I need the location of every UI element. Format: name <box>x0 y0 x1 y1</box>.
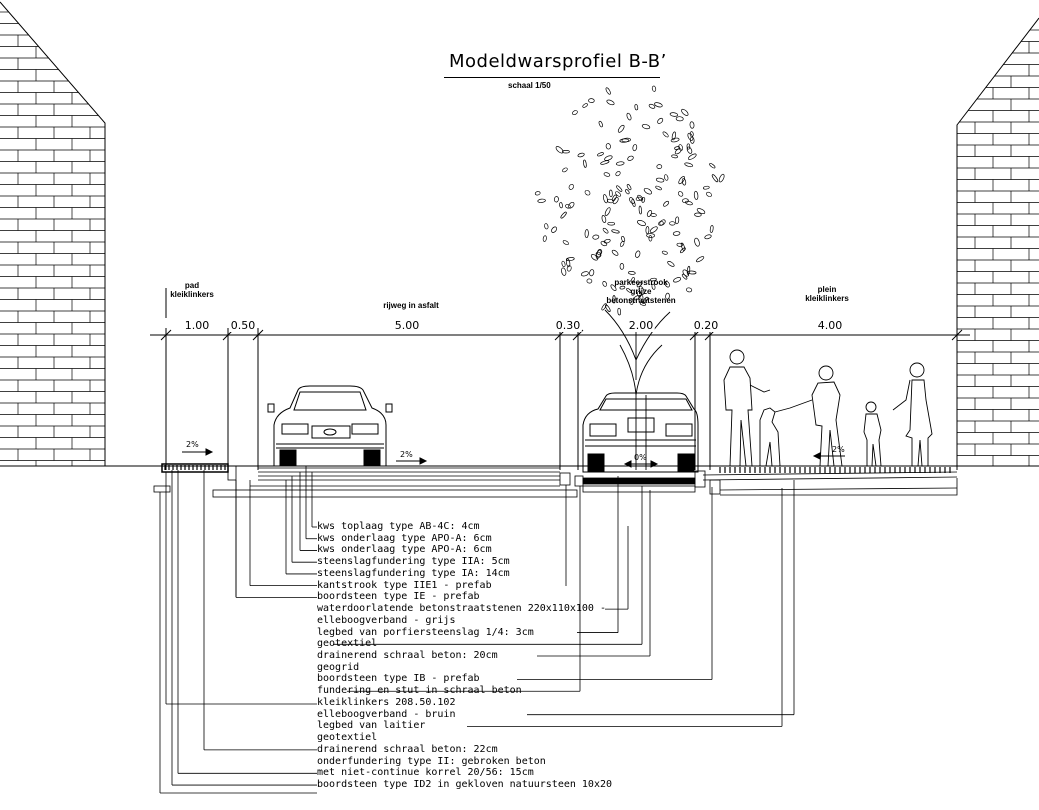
legend-item: steenslagfundering type IIA: 5cm <box>317 556 510 568</box>
dimension-boordsteen: 0.20 <box>692 319 720 332</box>
slope-label-rijweg: 2% <box>400 450 413 459</box>
zone-label-pad: pad kleiklinkers <box>170 281 214 299</box>
legend-item: kantstrook type IIE1 - prefab <box>317 579 492 591</box>
dimension-parkeerstrook: 2.00 <box>627 319 655 332</box>
road-layers <box>153 463 958 498</box>
legend-item: kws onderlaag type APO-A: 6cm <box>317 532 492 544</box>
legend-item: geogrid <box>317 661 360 673</box>
legend-item: kws toplaag type AB-4C: 4cm <box>317 521 480 532</box>
legend-item: legbed van porfiersteenslag 1/4: 3cm <box>317 626 534 638</box>
legend-item: onderfundering type II: gebroken beton <box>317 755 546 767</box>
legend-item: drainerend schraal beton: 20cm <box>317 650 498 662</box>
drawing-title: Modeldwarsprofiel B-B’ <box>449 51 667 72</box>
legend-item: legbed van laitier <box>317 720 426 732</box>
dimension-pad: 1.00 <box>183 319 211 332</box>
legend-item: elleboogverband - grijs <box>317 614 456 626</box>
legend-item: steenslagfundering type IA: 14cm <box>317 567 510 579</box>
slope-arrows <box>182 448 845 468</box>
car-parking <box>582 392 699 473</box>
right-building <box>956 17 1039 466</box>
car-rijweg <box>267 385 393 467</box>
legend-item: waterdoorlatende betonstraatstenen 220x1… <box>317 603 606 615</box>
slope-label-pad: 2% <box>186 440 199 449</box>
zone-label-parkeerstrook: parkeerstrook grijze betonstraatstenen <box>606 278 676 305</box>
legend-item: geotextiel <box>317 638 378 650</box>
dimension-kantstrook-left: 0.50 <box>229 319 257 332</box>
pedestrians <box>723 349 933 467</box>
zone-label-plein: plein kleiklinkers <box>805 285 849 303</box>
tree <box>534 85 725 470</box>
legend-item: boordsteen type ID2 in gekloven natuurst… <box>317 779 613 791</box>
legend-item: boordsteen type IE - prefab <box>317 591 480 603</box>
title-underline <box>444 77 660 78</box>
legend-item: met niet-continue korrel 20/56: 15cm <box>317 767 534 779</box>
legend-item: boordsteen type IB - prefab <box>317 673 480 685</box>
slope-label-parkeerstrook: 0% <box>634 453 647 462</box>
zone-label-rijweg: rijweg in asfalt <box>383 301 439 310</box>
left-building <box>0 1 106 466</box>
dimension-plein: 4.00 <box>816 319 844 332</box>
legend-item: fundering en stut in schraal beton <box>317 685 522 697</box>
leader-lines <box>159 466 795 794</box>
legend-item: elleboogverband - bruin <box>317 708 456 720</box>
legend-item: kleiklinkers 208.50.102 <box>317 696 456 708</box>
legend-item: drainerend schraal beton: 22cm <box>317 743 498 755</box>
dimension-rijweg: 5.00 <box>393 319 421 332</box>
dimension-kantstrook-right: 0.30 <box>554 319 582 332</box>
legend-item: kws onderlaag type APO-A: 6cm <box>317 544 492 556</box>
scale-label: schaal 1/50 <box>508 81 551 90</box>
slope-label-plein: 2% <box>832 445 845 454</box>
dimension-line <box>150 328 970 470</box>
legend-item: geotextiel <box>317 732 378 744</box>
